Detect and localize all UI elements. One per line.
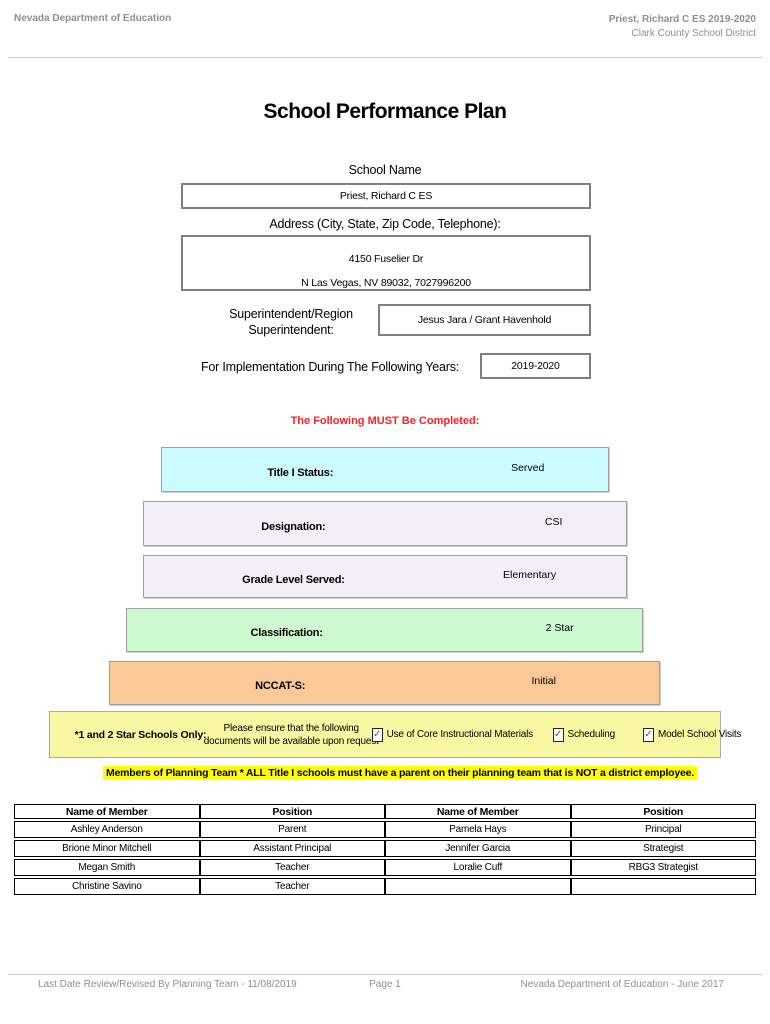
header-district: Clark County School District <box>631 28 756 39</box>
column-header: Position <box>570 804 756 819</box>
note-line-1: Please ensure that the following <box>223 722 360 734</box>
star-schools-note: Please ensure that the following documen… <box>204 722 379 748</box>
table-cell: Principal <box>570 821 756 838</box>
address-line-2: N Las Vegas, NV 89032, 7027996200 <box>301 277 471 289</box>
members-table: Name of Member Position Name of Member P… <box>14 802 756 897</box>
checkbox-label: Model School Visits <box>657 729 742 740</box>
table-header-row: Name of Member Position Name of Member P… <box>14 804 756 819</box>
header-school-year: Priest, Richard C ES 2019-2020 <box>608 14 756 25</box>
checkbox-checked-icon[interactable]: ✓ <box>552 727 564 742</box>
table-cell: Brione Minor Mitchell <box>14 840 200 857</box>
column-header: Name of Member <box>385 804 571 819</box>
star-schools-label: *1 and 2 Star Schools Only: <box>74 728 207 741</box>
table-cell: RBG3 Strategist <box>570 859 756 876</box>
column-header: Name of Member <box>14 804 200 819</box>
checkbox-label: Use of Core Instructional Materials <box>386 729 534 740</box>
designation-value: CSI <box>544 515 563 528</box>
superintendent-label: Superintendent/Region Superintendent: <box>229 307 353 337</box>
table-cell <box>385 878 571 895</box>
checkbox-checked-icon[interactable]: ✓ <box>371 727 383 742</box>
footer-left: Last Date Review/Revised By Planning Tea… <box>38 979 297 990</box>
table-cell: Megan Smith <box>14 859 200 876</box>
header-right: Priest, Richard C ES 2019-2020 Clark Cou… <box>609 13 756 41</box>
school-name-field[interactable]: Priest, Richard C ES <box>181 183 591 209</box>
page-title: School Performance Plan <box>263 100 507 123</box>
footer-divider <box>8 974 762 975</box>
nccat-s-value: Initial <box>531 675 556 687</box>
table-cell: Strategist <box>570 840 756 857</box>
must-complete-notice: The Following MUST Be Completed: <box>290 415 480 427</box>
table-cell: Loralie Cuff <box>385 859 571 876</box>
planning-team-notice: Members of Planning Team * ALL Title I s… <box>102 766 698 780</box>
footer-page-number: Page 1 <box>369 979 401 990</box>
implementation-label: For Implementation During The Following … <box>200 360 460 374</box>
classification-label: Classification: <box>250 627 323 639</box>
school-name-label: School Name <box>348 163 422 177</box>
designation-bar: Designation: CSI <box>143 501 627 546</box>
table-cell: Parent <box>199 821 385 838</box>
table-cell: Assistant Principal <box>199 840 385 857</box>
table-cell: Christine Savino <box>14 878 200 895</box>
checkbox-item-model-school-visits: ✓ Model School Visits <box>642 727 742 742</box>
star-schools-row: *1 and 2 Star Schools Only: Please ensur… <box>49 711 741 758</box>
checkbox-item-scheduling: ✓ Scheduling <box>552 727 616 742</box>
checkbox-label: Scheduling <box>567 729 616 740</box>
nccat-s-label: NCCAT-S: <box>255 680 306 692</box>
title-i-status-label: Title I Status: <box>267 466 334 479</box>
nccat-s-bar: NCCAT-S: Initial <box>109 661 660 705</box>
address-field[interactable]: 4150 Fuselier Dr N Las Vegas, NV 89032, … <box>181 235 591 291</box>
superintendent-field[interactable]: Jesus Jara / Grant Havenhold <box>378 304 591 336</box>
classification-value: 2 Star <box>545 622 574 634</box>
footer-right: Nevada Department of Education - June 20… <box>520 979 724 990</box>
checkbox-item-core-materials: ✓ Use of Core Instructional Materials <box>371 727 534 742</box>
address-line-1: 4150 Fuselier Dr <box>348 253 424 265</box>
title-i-status-value: Served <box>511 461 545 474</box>
classification-bar: Classification: 2 Star <box>126 608 643 652</box>
grade-level-value: Elementary <box>503 568 557 581</box>
note-line-2: documents will be available upon request <box>203 735 379 747</box>
checkbox-checked-icon[interactable]: ✓ <box>642 727 654 742</box>
grade-level-bar: Grade Level Served: Elementary <box>143 555 627 598</box>
designation-label: Designation: <box>261 520 326 533</box>
header-left: Nevada Department of Education <box>14 13 172 24</box>
address-label: Address (City, State, Zip Code, Telephon… <box>269 217 501 231</box>
column-header: Position <box>199 804 385 819</box>
table-cell: Jennifer Garcia <box>385 840 571 857</box>
table-cell: Teacher <box>199 859 385 876</box>
title-i-status-bar: Title I Status: Served <box>161 447 609 492</box>
table-cell: Ashley Anderson <box>14 821 200 838</box>
header-divider <box>8 57 762 58</box>
grade-level-label: Grade Level Served: <box>242 573 345 586</box>
table-cell: Pamela Hays <box>385 821 571 838</box>
implementation-years-field[interactable]: 2019-2020 <box>480 353 591 379</box>
table-cell <box>570 878 756 895</box>
table-cell: Teacher <box>199 878 385 895</box>
